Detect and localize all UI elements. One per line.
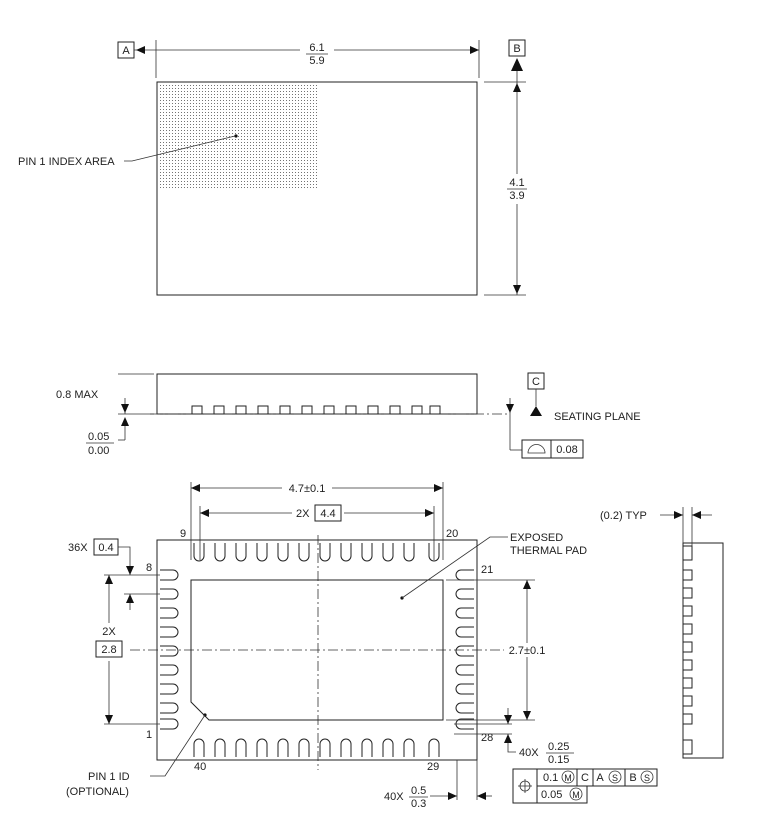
top-height-max: 4.1 [509,177,524,189]
datum-b-box [508,39,526,57]
lead-width-max: 0.25 [548,741,569,753]
tol-row1-modifier: M [564,773,572,783]
lead-length-min: 0.3 [411,798,426,810]
datum-a-label: A [122,45,130,57]
profile-icon [527,444,546,454]
pitch-span-prefix: 2X [296,508,310,520]
top-view: A 6.1 5.9 PIN 1 INDEX AREA B 4.1 3.9 [18,38,532,296]
tol-row1-datum-b-modifier: S [644,773,650,783]
tol-row1-datum-b: B [629,772,636,784]
vertical-span-value: 2.8 [101,644,116,656]
flatness-value-box [550,439,584,459]
top-package-outline [156,81,478,296]
right-column-leads [455,569,474,730]
bottom-view: 4.7±0.1 2X 4.4 [66,480,658,810]
pin-number-1: 1 [146,729,152,741]
side-leads [191,405,441,415]
side-standoff-min: 0.00 [88,445,109,457]
lead-length-prefix: 40X [384,791,404,803]
tol-row2-modifier: M [572,790,580,800]
position-tolerance-frame: 0.1 M C A S B S 0.05 M [512,768,658,804]
tol-row2-value: 0.05 [541,789,562,801]
top-width-min: 5.9 [309,55,324,67]
top-width-max: 6.1 [309,42,324,54]
pin-count-prefix: 36X [68,542,88,554]
pin1-index-label: PIN 1 INDEX AREA [18,156,115,168]
flatness-value: 0.08 [556,444,577,456]
vertical-span-prefix: 2X [102,626,116,638]
top-height-min: 3.9 [509,190,524,202]
pin1-index-area [158,83,318,189]
lead-width-prefix: 40X [519,747,539,759]
pin1-id-label-1: PIN 1 ID [88,771,130,783]
thermal-pad [190,579,444,721]
lead-length-max: 0.5 [411,785,426,797]
typ-label: (0.2) TYP [600,510,647,522]
tol-row1-datum-c: C [581,772,589,784]
side-package-outline [156,373,478,415]
tol-row1-value: 0.1 [543,772,558,784]
pitch-span-value: 4.4 [320,508,335,520]
flatness-symbol-box [521,439,552,459]
pin-pitch-value: 0.4 [98,542,113,554]
pin-number-29: 29 [427,761,439,773]
end-view: (0.2) TYP [600,507,724,759]
datum-c-label: C [532,376,540,388]
side-height-label: 0.8 MAX [56,389,99,401]
pin-number-21: 21 [481,564,493,576]
thermal-pad-label-1: EXPOSED [510,532,563,544]
end-view-leads [682,545,693,755]
tol-row1-datum-a-modifier: S [612,773,618,783]
left-column-leads [160,569,179,730]
pitch-span-box [314,504,342,522]
lead-width-min: 0.15 [548,754,569,766]
datum-b-label: B [513,43,520,55]
pin-number-40: 40 [194,761,206,773]
tol-row1-datum-a: A [596,772,604,784]
pin-number-9: 9 [180,528,186,540]
thermal-pad-width: 4.7±0.1 [289,483,326,495]
pin-number-20: 20 [446,528,458,540]
bottom-row-leads [193,738,440,757]
thermal-pad-label-2: THERMAL PAD [510,545,587,557]
vertical-span-box [95,640,123,658]
side-standoff-max: 0.05 [88,431,109,443]
thermal-pad-height: 2.7±0.1 [509,645,546,657]
top-row-leads [193,543,440,562]
seating-plane-label: SEATING PLANE [554,411,641,423]
pin-number-8: 8 [146,562,152,574]
pin1-id-label-2: (OPTIONAL) [66,786,129,798]
bottom-package-outline [156,539,478,761]
pin-number-28: 28 [481,732,493,744]
side-view: 0.8 MAX 0.05 0.00 C SEATING PLANE 0.08 [56,372,641,459]
